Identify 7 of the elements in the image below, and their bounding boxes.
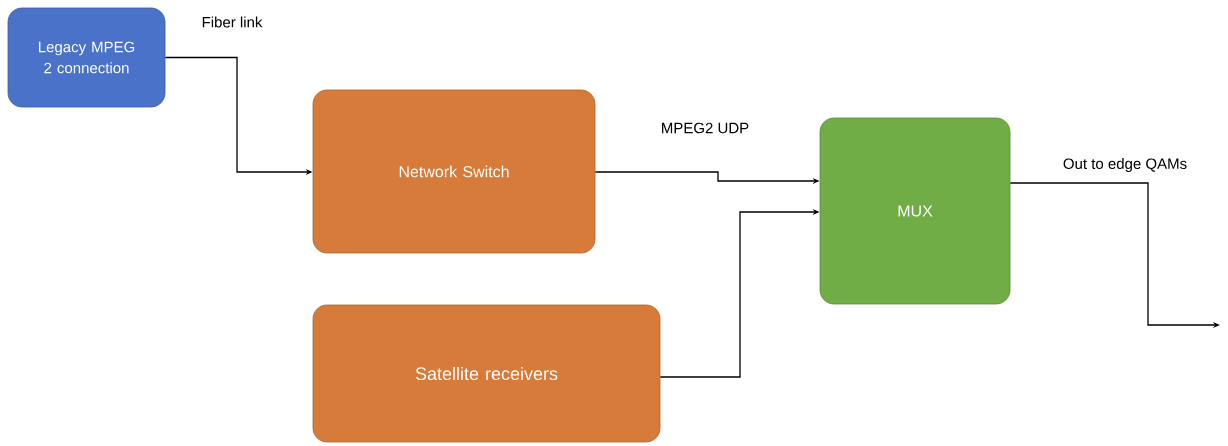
edge-label: MPEG2 UDP bbox=[659, 121, 751, 135]
process-box: Network Switch bbox=[312, 89, 596, 254]
process-box: Satellite receivers bbox=[312, 304, 661, 443]
edge-label: Out to edge QAMs bbox=[1061, 157, 1189, 173]
process-box: Legacy MPEG 2 connection bbox=[7, 7, 166, 108]
edge-label: Fiber link bbox=[200, 15, 264, 29]
process-box: MUX bbox=[819, 117, 1011, 305]
